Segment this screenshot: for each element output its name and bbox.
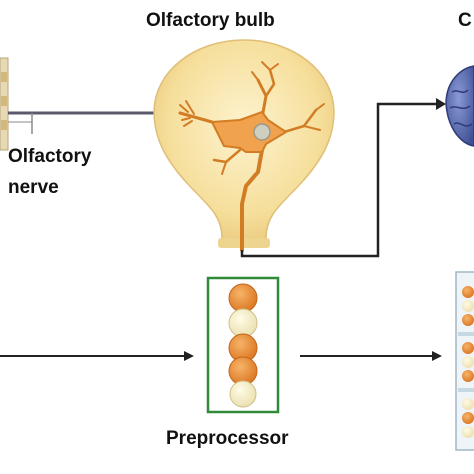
preprocessor-label: Preprocessor <box>166 428 289 449</box>
preprocessor-column-icon <box>206 276 280 414</box>
output-arrow <box>300 351 442 361</box>
output-connector <box>240 98 446 258</box>
receptor-strip-icon <box>0 57 9 151</box>
output-column-icon <box>455 271 474 451</box>
input-arrow <box>0 351 194 361</box>
olfactory-nerve-label-line1: Olfactory <box>8 146 92 167</box>
brain-icon <box>445 65 474 147</box>
olfactory-nerve-label-line2: nerve <box>8 177 59 198</box>
cut-off-heading-label: C <box>458 10 472 31</box>
neuron-icon <box>178 61 325 252</box>
olfactory-bulb-label: Olfactory bulb <box>146 10 275 31</box>
